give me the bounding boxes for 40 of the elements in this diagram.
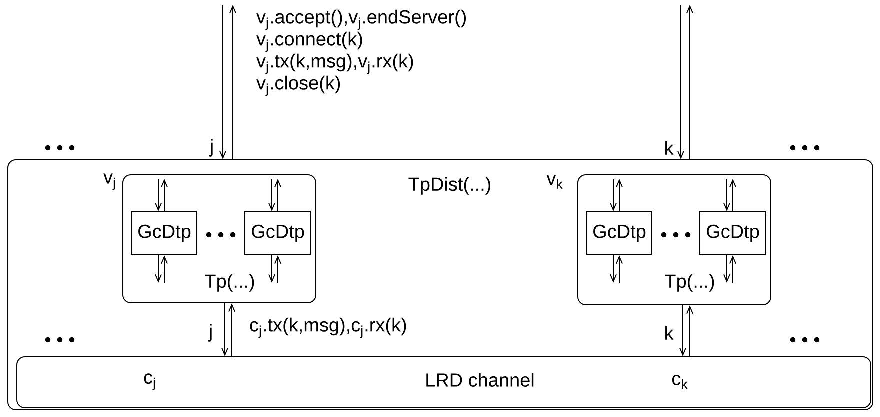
arrow [230, 5, 236, 160]
node-label: v$_{k}$ [546, 175, 563, 189]
component-box: GcDtp [700, 212, 766, 256]
arrow [155, 178, 162, 212]
arrow [610, 255, 617, 283]
arrow [678, 4, 684, 160]
arrow [686, 306, 694, 357]
component-box: GcDtp [586, 212, 652, 256]
edge-label: j [208, 138, 216, 158]
component-box: GcDtp [132, 212, 198, 256]
component-box: GcDtp [244, 212, 312, 256]
arrow [161, 256, 168, 284]
arrow [724, 255, 730, 283]
arrow [155, 255, 162, 283]
arrow [268, 178, 276, 212]
method-text: v$_{j}$.close(k) [256, 76, 340, 96]
channel-box: c$_{j}$ LRD channel c$_{k}$ [16, 356, 872, 408]
edge-label: k [663, 140, 675, 156]
method-text: c$_{j}$.tx(k,msg),c$_{j}$.rx(k) [250, 318, 406, 338]
edge-label: k [663, 325, 675, 341]
arrow [730, 256, 736, 284]
method-text: v$_{j}$.connect(k) [256, 32, 362, 52]
arrow [730, 179, 736, 212]
arrow [686, 5, 694, 160]
node-label: v$_{j}$ [104, 174, 116, 190]
arrow [680, 305, 686, 356]
arrow [220, 4, 227, 160]
arrow [616, 179, 623, 212]
arrow [610, 178, 617, 212]
method-text: v$_{j}$.tx(k,msg),v$_{j}$.rx(k) [256, 54, 414, 74]
arrow [274, 256, 282, 284]
arrow [161, 179, 168, 212]
arrow [616, 256, 623, 284]
arrow [222, 303, 228, 356]
arrow [228, 304, 236, 357]
arrow [268, 255, 276, 283]
edge-label: j [208, 323, 214, 343]
method-text: v$_{j}$.accept(),v$_{j}$.endServer() [256, 10, 466, 30]
arrow [274, 179, 282, 212]
arrow [724, 178, 730, 212]
